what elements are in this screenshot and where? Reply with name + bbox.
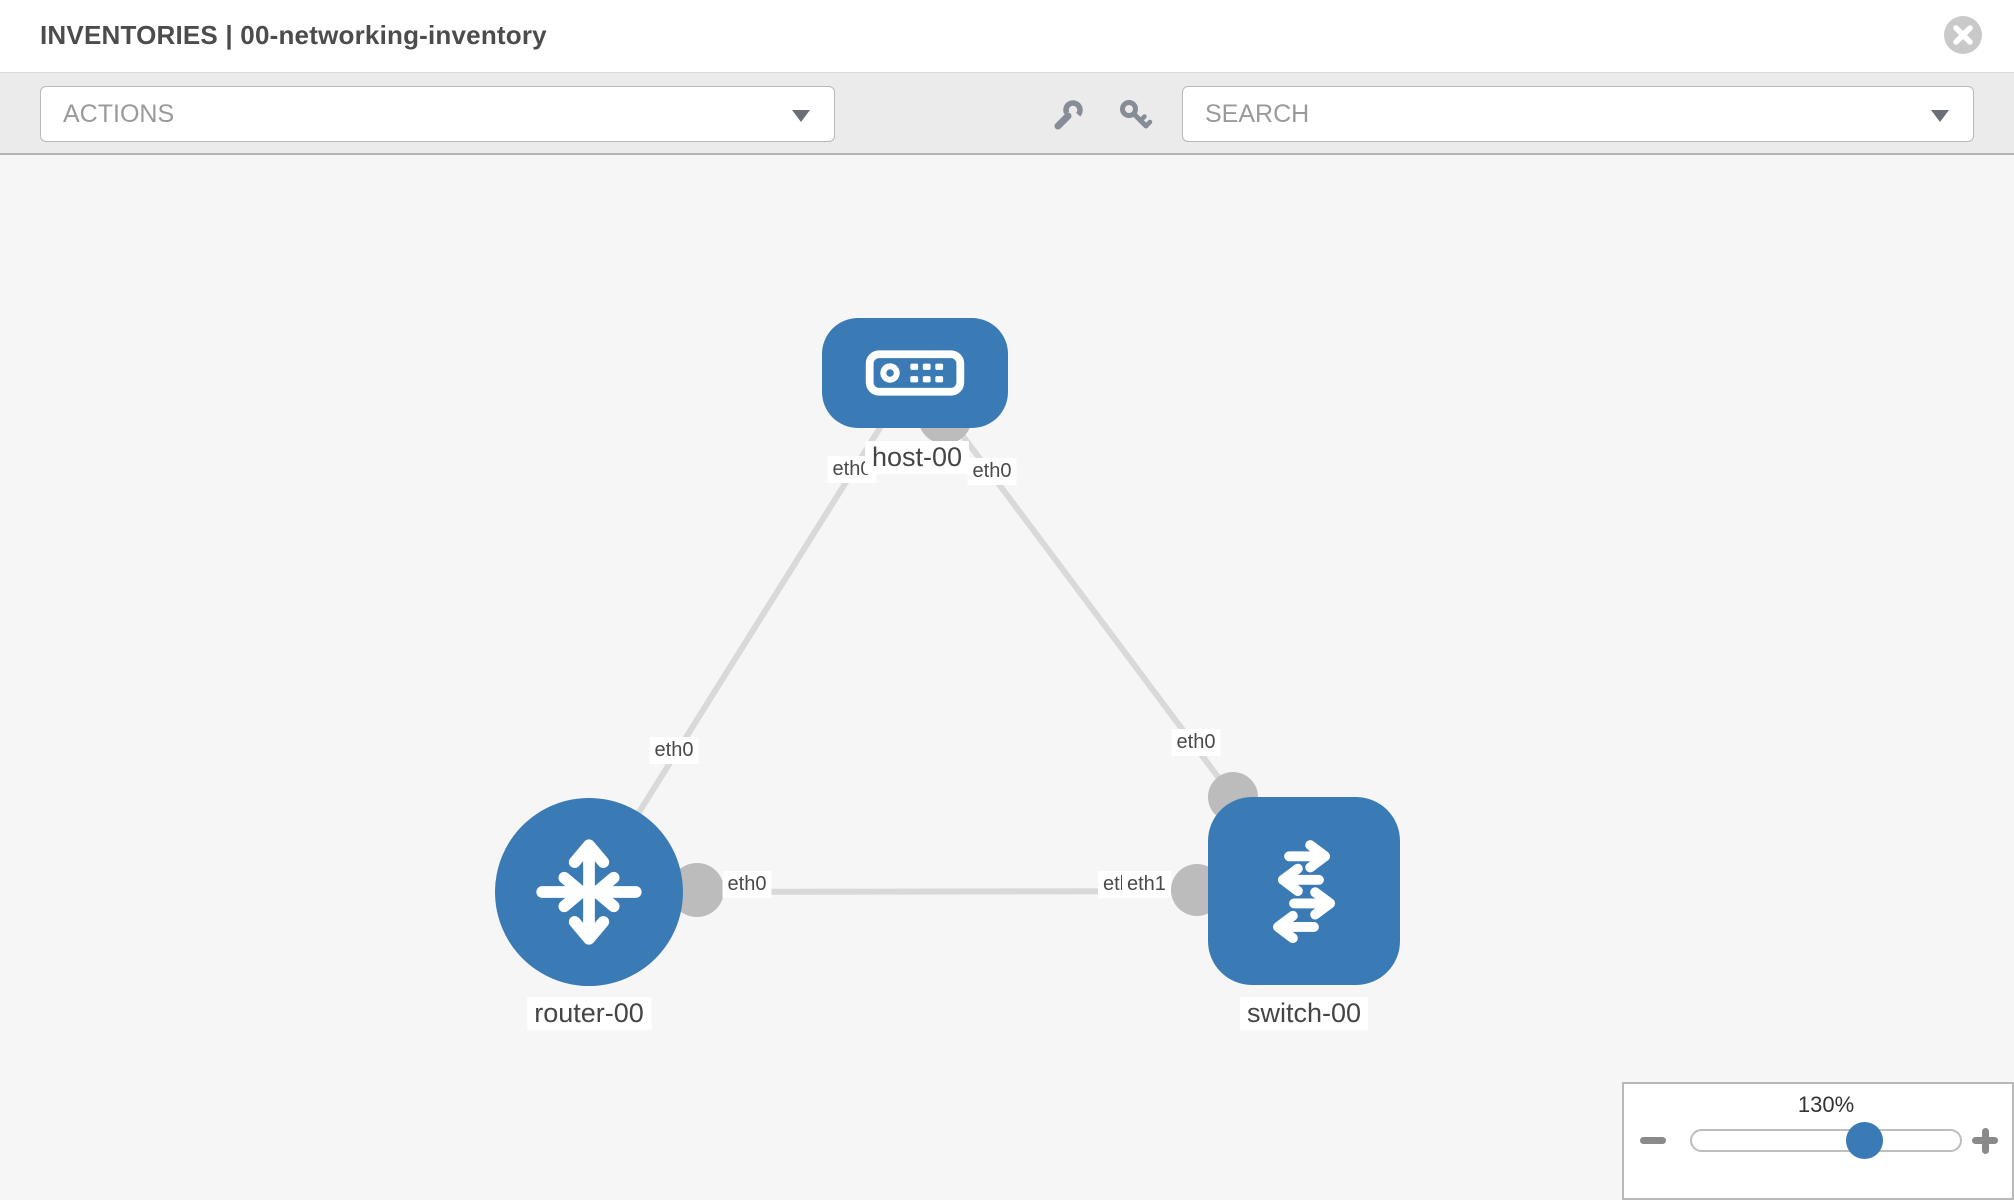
node-label-host: host-00 [864,441,970,474]
host-device-icon [865,350,965,396]
switch-arrows-icon [1273,840,1335,944]
interface-label: eth1 [1122,871,1171,898]
node-switch-00[interactable] [1208,797,1400,985]
search-dropdown[interactable]: SEARCH [1182,86,1974,142]
topology-links-layer [586,370,1305,917]
search-dropdown-label: SEARCH [1205,99,1310,128]
wrench-tool-button[interactable] [1050,98,1086,134]
chevron-down-icon [1931,110,1949,122]
key-tool-button[interactable] [1117,98,1153,134]
router-arrows-icon [536,839,642,945]
interface-label: eth0 [1171,729,1221,756]
node-host-00[interactable] [822,318,1008,428]
x-circle-icon [1953,25,1973,45]
interface-label: eth0 [649,737,699,764]
actions-dropdown[interactable]: ACTIONS [40,86,835,142]
key-icon [1120,100,1153,129]
close-button[interactable] [1944,16,1982,54]
plus-icon [1981,1127,1989,1154]
page-title: INVENTORIES | 00-networking-inventory [40,20,547,50]
topology-canvas[interactable]: eth0 eth0 eth0 eth0 eth0 eth1 eth1 host-… [0,155,2014,1200]
connector-router-right [670,863,724,917]
zoom-slider-thumb[interactable] [1846,1122,1883,1159]
interface-label: eth0 [967,458,1017,485]
node-label-router: router-00 [527,997,651,1030]
interface-label: eth0 [722,871,772,898]
actions-dropdown-label: ACTIONS [63,99,175,128]
zoom-slider-track[interactable] [1690,1129,1962,1152]
zoom-control-panel: 130% [1622,1082,2014,1200]
node-router-00[interactable] [495,798,683,986]
header: INVENTORIES | 00-networking-inventory [0,0,2014,72]
toolbar: ACTIONS SEARCH [0,72,2014,155]
wrench-icon [1054,100,1083,130]
zoom-level-value: 130% [1797,1092,1855,1117]
chevron-down-icon [792,110,810,122]
zoom-out-button[interactable] [1640,1137,1666,1144]
node-label-switch: switch-00 [1239,997,1369,1030]
